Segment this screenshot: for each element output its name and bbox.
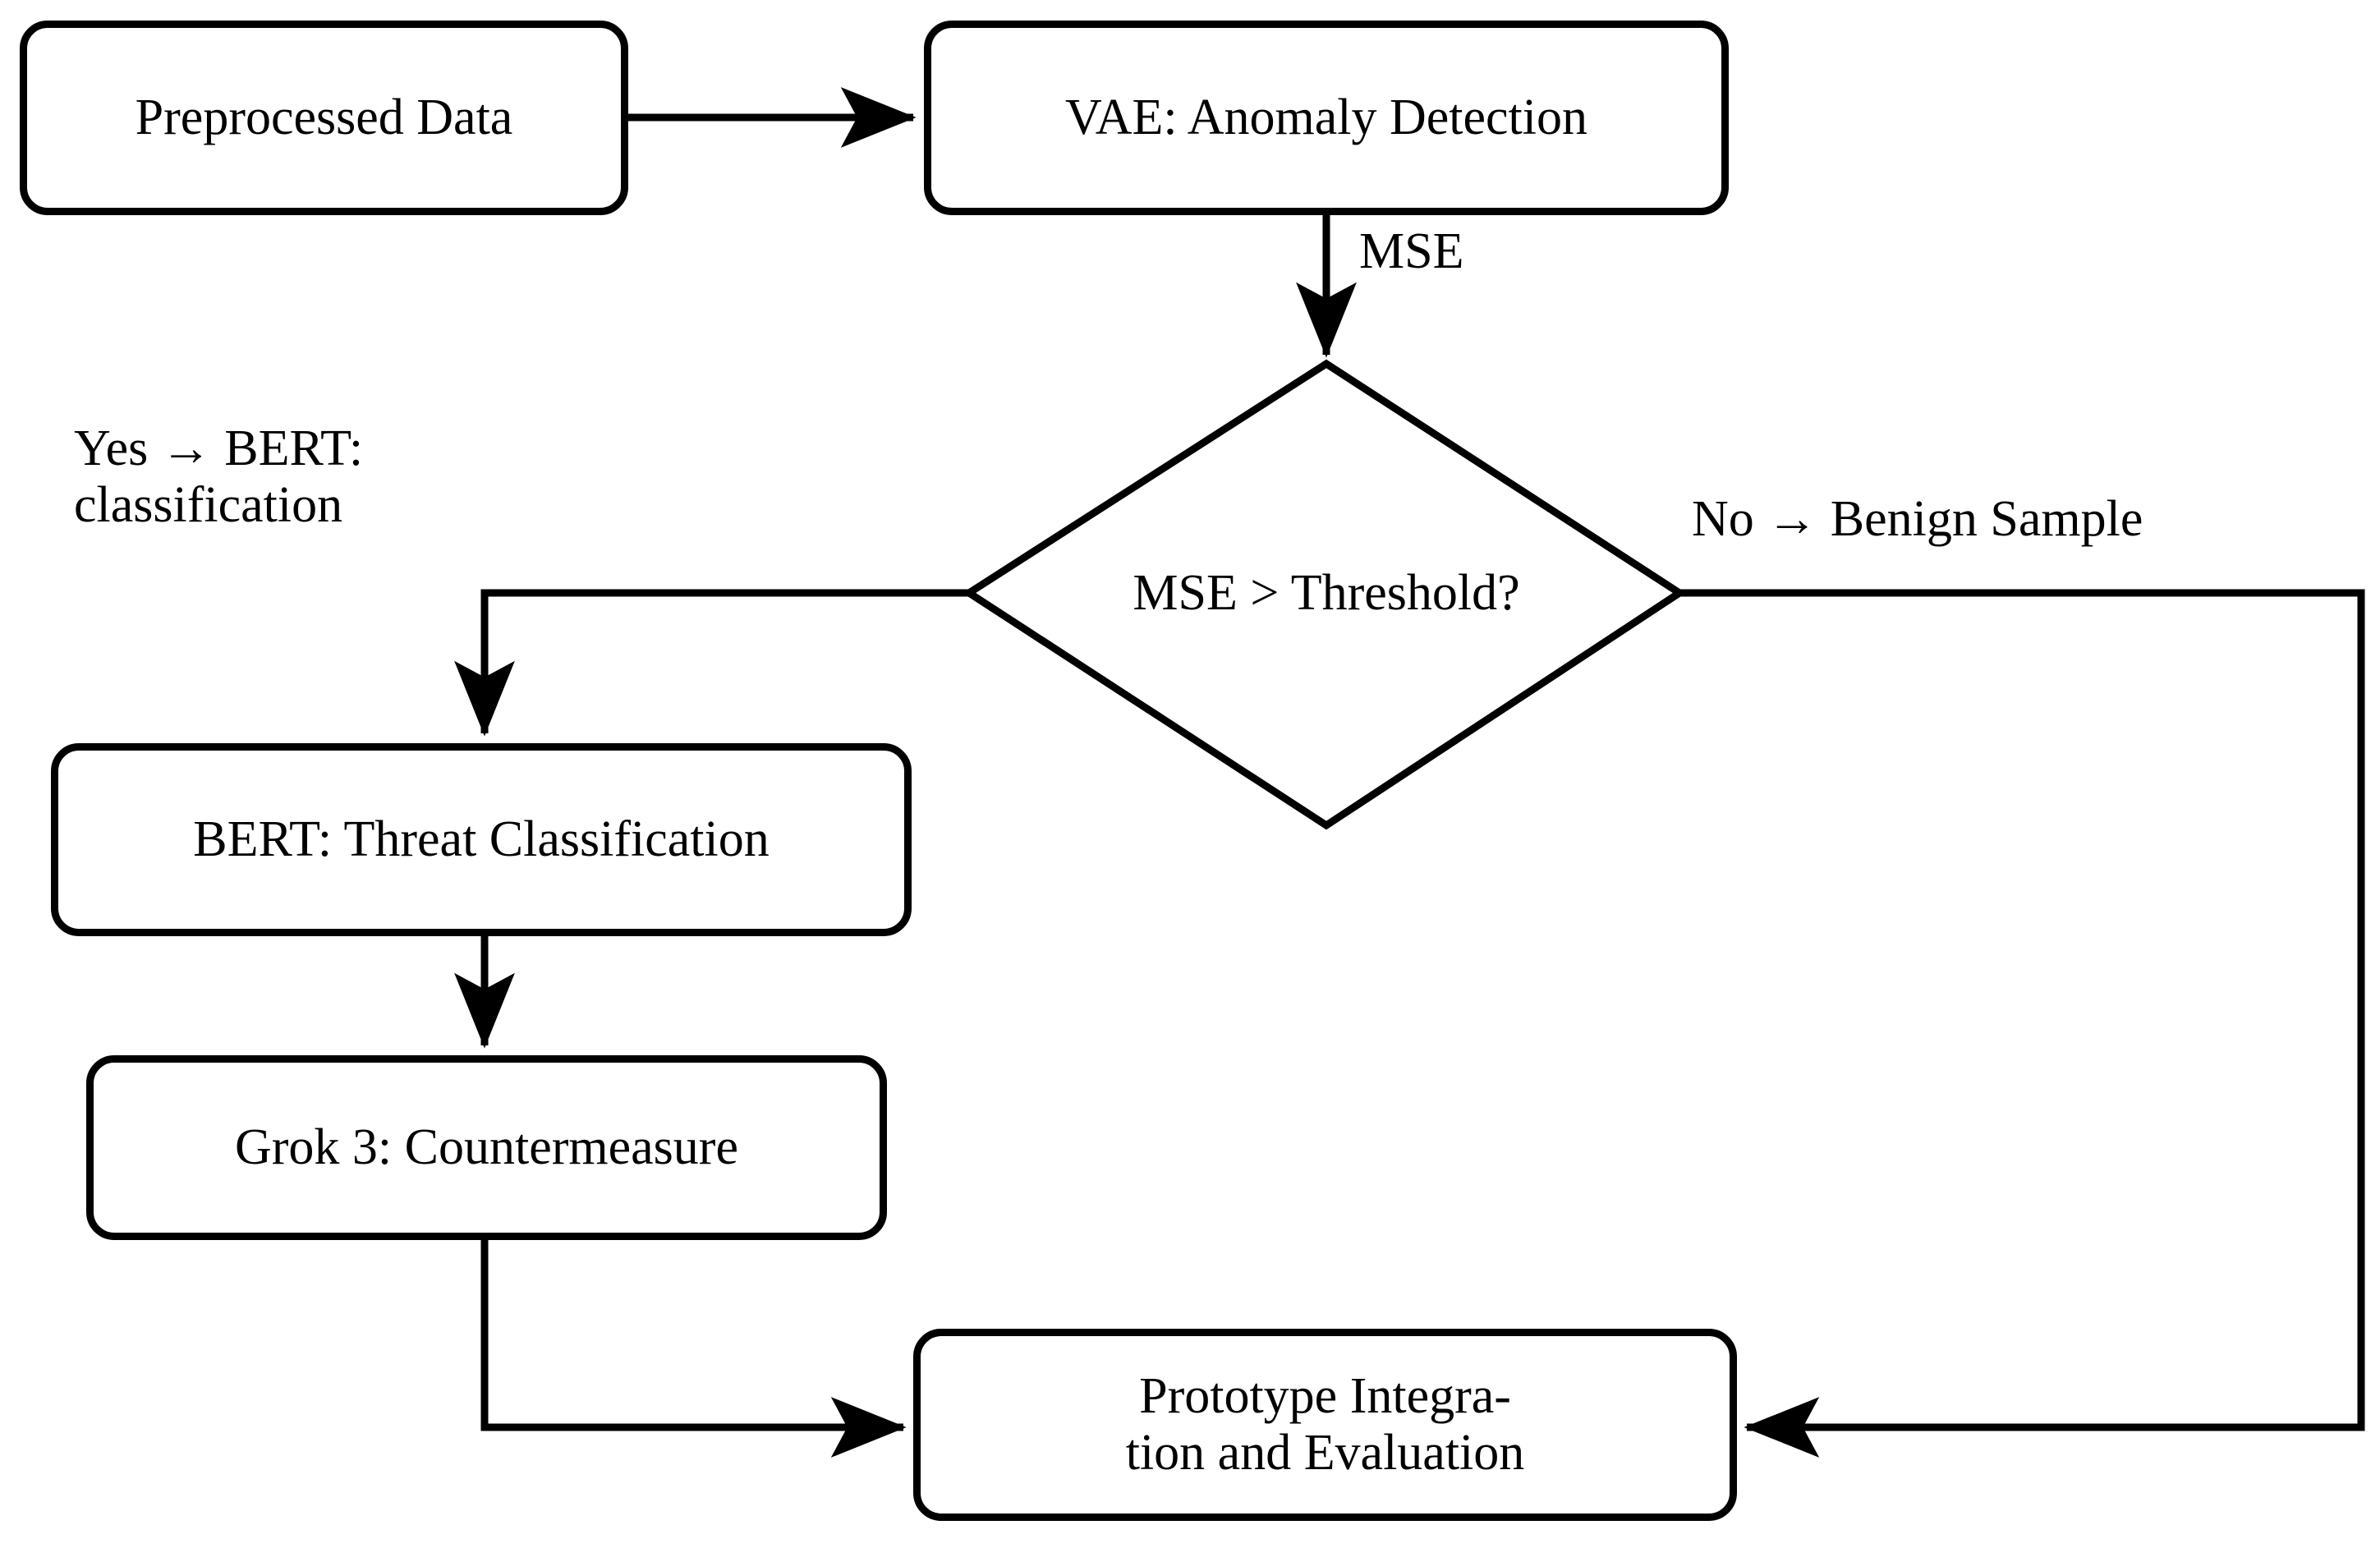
node-vae-anomaly-detection[interactable]: VAE: Anomaly Detection: [924, 21, 1729, 215]
node-bert-threat-classification-label: BERT: Threat Classification: [193, 811, 770, 867]
node-prototype-integration-evaluation-label: Prototype Integra- tion and Evaluation: [1126, 1368, 1525, 1482]
node-grok-countermeasure[interactable]: Grok 3: Countermeasure: [86, 1055, 887, 1240]
decision-diamond-shape: [962, 359, 1687, 830]
node-vae-anomaly-detection-label: VAE: Anomaly Detection: [1065, 89, 1587, 145]
decision-diamond-label: MSE > Threshold?: [1133, 565, 1520, 621]
node-preprocessed-data-label: Preprocessed Data: [135, 89, 513, 145]
node-prototype-integration-evaluation[interactable]: Prototype Integra- tion and Evaluation: [913, 1329, 1737, 1521]
edge-label-yes-branch: Yes → BERT: classification: [74, 420, 364, 534]
node-grok-countermeasure-label: Grok 3: Countermeasure: [235, 1119, 738, 1175]
edge-label-no-branch: No → Benign Sample: [1692, 491, 2143, 547]
edge-grok-to-prototype: [480, 1240, 907, 1458]
edge-decision-no-to-prototype: [1679, 589, 2365, 1458]
node-prototype-label-line-2: tion and Evaluation: [1125, 1425, 1525, 1481]
edge-decision-yes-to-bert: [454, 589, 969, 737]
node-bert-threat-classification[interactable]: BERT: Threat Classification: [51, 743, 912, 936]
edge-label-mse: MSE: [1359, 223, 1464, 279]
node-preprocessed-data[interactable]: Preprocessed Data: [20, 21, 628, 215]
node-prototype-label-line-1: Prototype Integra-: [1139, 1367, 1511, 1424]
